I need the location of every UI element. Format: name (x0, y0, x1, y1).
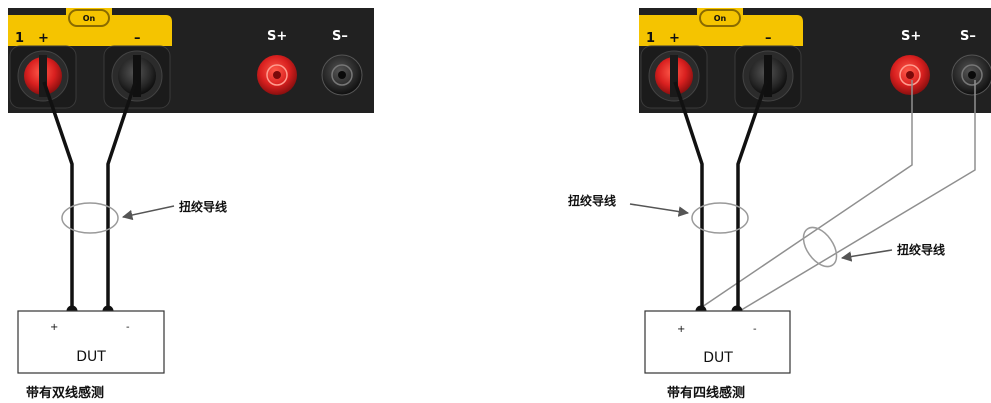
left-minus-wire (106, 79, 138, 310)
left-dut-plus: + (50, 322, 58, 333)
left-front-panel: On 1 + – S+ S– (8, 8, 374, 113)
output-plus-label: + (669, 31, 680, 46)
left-diagram: On 1 + – S+ S– (8, 8, 374, 401)
sense-plus-terminal[interactable] (890, 55, 930, 95)
left-plus-wire (42, 81, 74, 310)
arrow-icon (629, 203, 690, 217)
arrow-icon (121, 205, 175, 221)
right-dut-label: DUT (703, 350, 733, 366)
output-minus-label: – (765, 31, 772, 46)
sense-twist-loop (802, 226, 838, 268)
left-twist-loop (61, 202, 119, 234)
right-twisted-pair (673, 79, 769, 317)
right-dut-minus: - (753, 324, 757, 335)
left-dut-minus: - (126, 322, 130, 333)
right-plus-wire (673, 81, 704, 310)
right-sense-wires (701, 80, 976, 313)
left-twisted-pair-label: 扭绞导线 (179, 199, 227, 214)
channel-label: 1 (15, 31, 24, 46)
sense-plus-label: S+ (901, 29, 921, 44)
right-twist-loop (691, 202, 749, 234)
sense-plus-label: S+ (267, 29, 287, 44)
left-twisted-pair (42, 79, 138, 317)
sense-minus-terminal[interactable] (321, 54, 363, 96)
right-dut-box (644, 310, 791, 374)
on-button[interactable] (68, 9, 110, 27)
right-sense-pair-label: 扭绞导线 (897, 242, 945, 257)
right-dut: + - DUT (644, 310, 791, 374)
on-button-label: On (83, 14, 96, 23)
sense-plus-terminal[interactable] (257, 55, 297, 95)
on-button[interactable] (699, 9, 741, 27)
output-minus-terminal[interactable] (734, 45, 802, 109)
right-diagram: On 1 + – S+ S– (568, 8, 991, 401)
output-plus-terminal[interactable] (9, 45, 77, 109)
output-plus-label: + (38, 31, 49, 46)
sense-minus-terminal[interactable] (951, 54, 991, 96)
output-minus-label: – (134, 31, 141, 46)
output-plus-terminal[interactable] (640, 45, 708, 109)
sense-minus-wire (737, 80, 976, 313)
output-minus-terminal[interactable] (103, 45, 171, 109)
sense-minus-label: S– (960, 29, 976, 44)
right-front-panel: On 1 + – S+ S– (639, 8, 991, 113)
left-dut: + - DUT (17, 310, 165, 374)
sense-minus-label: S– (332, 29, 348, 44)
right-dut-plus: + (677, 324, 685, 335)
right-minus-wire (736, 79, 769, 310)
channel-label: 1 (646, 31, 655, 46)
on-button-label: On (714, 14, 727, 23)
left-dut-label: DUT (76, 349, 106, 365)
right-twisted-pair-label: 扭绞导线 (568, 193, 616, 208)
left-caption: 带有双线感测 (26, 385, 104, 401)
right-caption: 带有四线感测 (667, 385, 745, 401)
left-dut-box (17, 310, 165, 374)
sense-plus-wire (701, 80, 913, 308)
arrow-icon (840, 249, 893, 262)
